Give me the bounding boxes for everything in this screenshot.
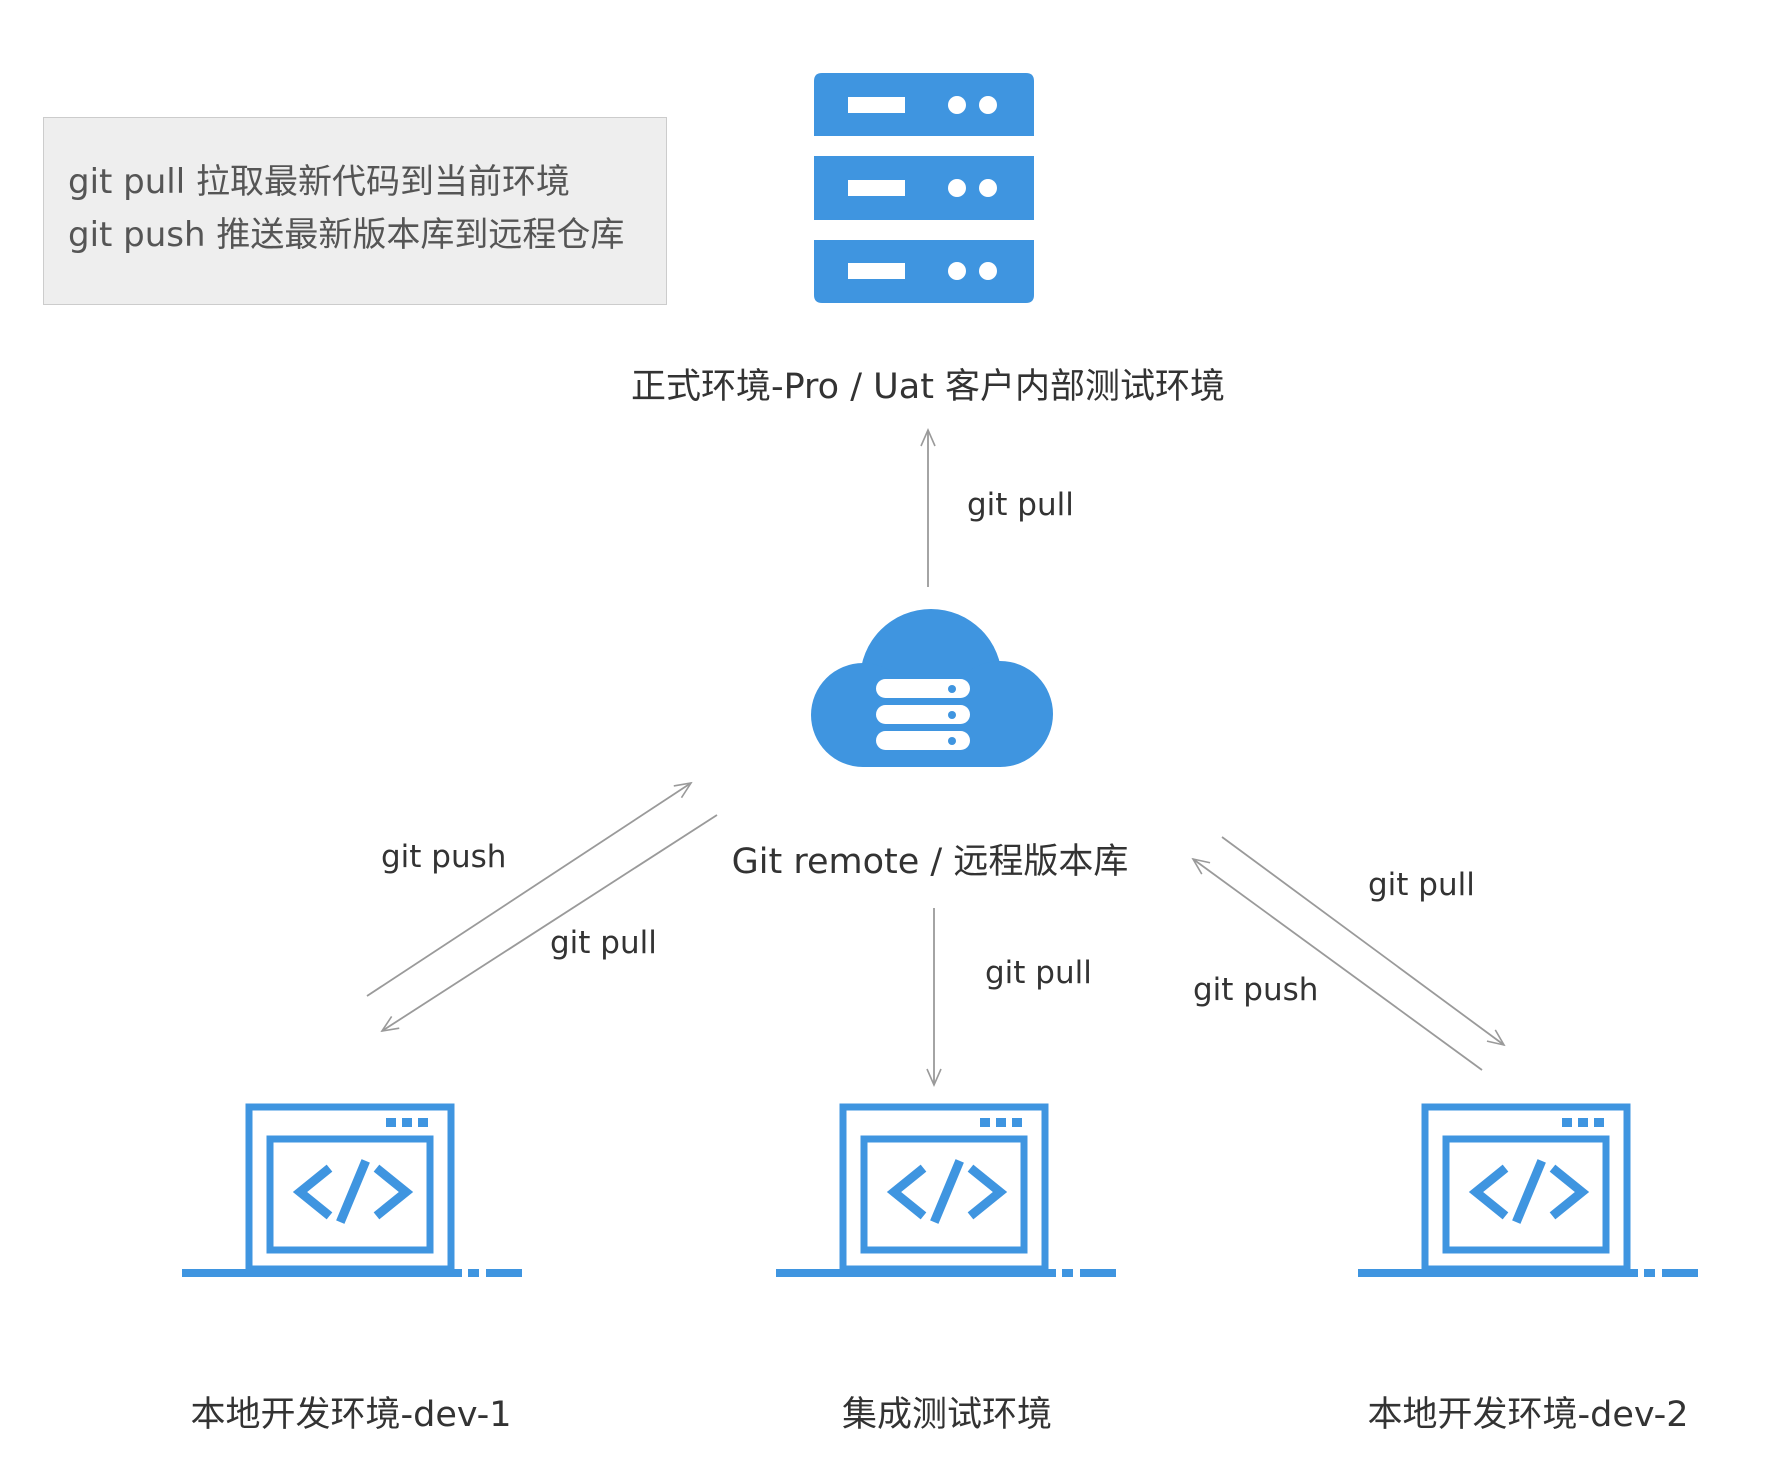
arrow-dev1-push <box>366 781 693 997</box>
integration-label: 集成测试环境 <box>841 1395 1053 1435</box>
server-rack-icon <box>814 73 1034 303</box>
edge-label-dev2-push: git push <box>1193 972 1319 1008</box>
laptop-code-icon <box>182 1107 522 1277</box>
edge-label-integration-pull: git pull <box>985 955 1092 991</box>
arrow-dev1-pull <box>380 814 718 1033</box>
edge-label-dev1-push: git push <box>381 839 507 875</box>
server-rack-unit <box>814 73 1034 136</box>
edge-label-dev1-pull: git pull <box>550 925 657 961</box>
legend-box: git pull 拉取最新代码到当前环境 git push 推送最新版本库到远程… <box>43 117 667 305</box>
server-rack-unit <box>814 156 1034 220</box>
laptop-code-icon <box>1358 1107 1698 1277</box>
edge-label-remote-to-production: git pull <box>967 487 1074 523</box>
laptop-code-icon <box>776 1107 1116 1277</box>
legend-line-pull: git pull 拉取最新代码到当前环境 <box>68 162 570 202</box>
arrow-dev2-push <box>1191 857 1483 1071</box>
production-label: 正式环境-Pro / Uat 客户内部测试环境 <box>630 367 1226 407</box>
dev1-label: 本地开发环境-dev-1 <box>190 1395 512 1435</box>
cloud-server-icon <box>811 609 1053 767</box>
dev2-label: 本地开发环境-dev-2 <box>1367 1395 1689 1435</box>
edge-label-dev2-pull: git pull <box>1368 867 1475 903</box>
remote-label: Git remote / 远程版本库 <box>731 842 1129 882</box>
arrow-dev2-pull <box>1221 836 1506 1047</box>
server-rack-unit <box>814 240 1034 303</box>
legend-line-push: git push 推送最新版本库到远程仓库 <box>68 215 625 255</box>
